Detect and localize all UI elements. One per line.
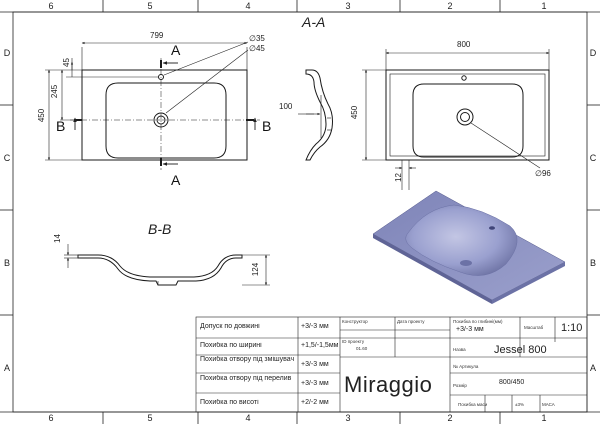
date-label: Дата проекту <box>397 319 425 324</box>
side-view <box>385 69 550 161</box>
cut-label-b-left: B <box>56 118 66 134</box>
top-view-outline <box>81 69 248 161</box>
dim-side-width: 800 <box>457 40 471 49</box>
side-view-basin <box>412 83 524 158</box>
tolerance-value: +2/-2 мм <box>301 399 329 406</box>
cut-label-a-top: A <box>171 42 181 58</box>
scale-label: Масштаб <box>524 325 544 330</box>
section-aa-profile <box>305 69 333 161</box>
top-view <box>70 58 260 170</box>
tolerance-value: +3/-3 мм <box>301 361 329 368</box>
side-view-drain-outer <box>456 108 474 126</box>
dim-top-width: 799 <box>150 31 164 40</box>
product-name: Jessel 800 <box>494 344 547 356</box>
side-view-inner <box>389 73 546 157</box>
tolerance-value: +3/-3 мм <box>301 380 329 387</box>
scale-value: 1:10 <box>561 322 583 334</box>
section-bb-dimensions <box>64 244 270 286</box>
name-label: Назва <box>453 347 466 352</box>
render-faucet-hole <box>489 226 495 230</box>
tolerance-value: +3/-3 мм <box>301 323 329 330</box>
tolerance-label: Допуск по довжині <box>200 323 260 330</box>
dim-top-245: 245 <box>50 84 60 99</box>
dim-aa-100: 100 <box>279 102 293 111</box>
section-aa-title: A-A <box>302 14 326 30</box>
depth-error-value: +3/-3 мм <box>456 326 484 333</box>
mass-error-value: ±3% <box>515 402 524 407</box>
cut-label-b-right: B <box>262 118 272 134</box>
dim-side-450: 450 <box>350 105 360 120</box>
dim-top-dia-45: ∅45 <box>249 44 265 53</box>
top-view-dimensions <box>45 41 249 161</box>
cut-label-a-bottom: A <box>171 172 181 188</box>
section-bb-title: B-B <box>148 221 172 237</box>
tolerance-label: Похибка по висоті <box>200 399 259 406</box>
depth-error-label: Похибка по глибині(мм) <box>453 319 503 324</box>
constructor-label: Конструктор <box>342 319 368 324</box>
brand-logo: Miraggio <box>344 373 433 397</box>
dim-side-dia-96: ∅96 <box>535 169 551 178</box>
side-view-dimensions <box>362 49 550 190</box>
size-value: 800/450 <box>499 379 525 386</box>
dim-top-45: 45 <box>61 58 71 67</box>
side-view-faucet-hole <box>461 75 467 81</box>
mass-label: МАСА <box>542 402 555 407</box>
article-label: № Артикула <box>453 364 479 369</box>
dim-bb-124: 124 <box>251 262 261 277</box>
dim-top-dia-35: ∅35 <box>249 34 265 43</box>
tolerance-value: +1,5/-1,5мм <box>301 342 339 349</box>
tolerance-label: Похибка по ширині <box>200 342 262 349</box>
basin-3d-render <box>372 190 566 304</box>
render-basin <box>405 204 518 276</box>
tolerance-label: Похибка отвору під змішувач <box>200 356 295 363</box>
title-block-grid <box>195 316 588 413</box>
dim-top-450: 450 <box>37 108 47 123</box>
dim-side-12: 12 <box>393 173 403 182</box>
size-label: Розмір <box>453 383 467 388</box>
side-view-drain-inner <box>460 112 470 122</box>
dim-bb-14: 14 <box>52 234 62 243</box>
project-id-value: 01.60 <box>356 346 368 351</box>
top-view-basin <box>105 82 227 159</box>
section-bb-profile <box>77 254 243 286</box>
render-drain <box>460 260 472 266</box>
tolerance-label: Похибка отвору під перелив <box>200 375 292 382</box>
project-id-label: ID проекту <box>342 339 365 344</box>
mass-error-label: Похибка маси <box>458 402 488 407</box>
side-view-outer <box>385 69 550 161</box>
